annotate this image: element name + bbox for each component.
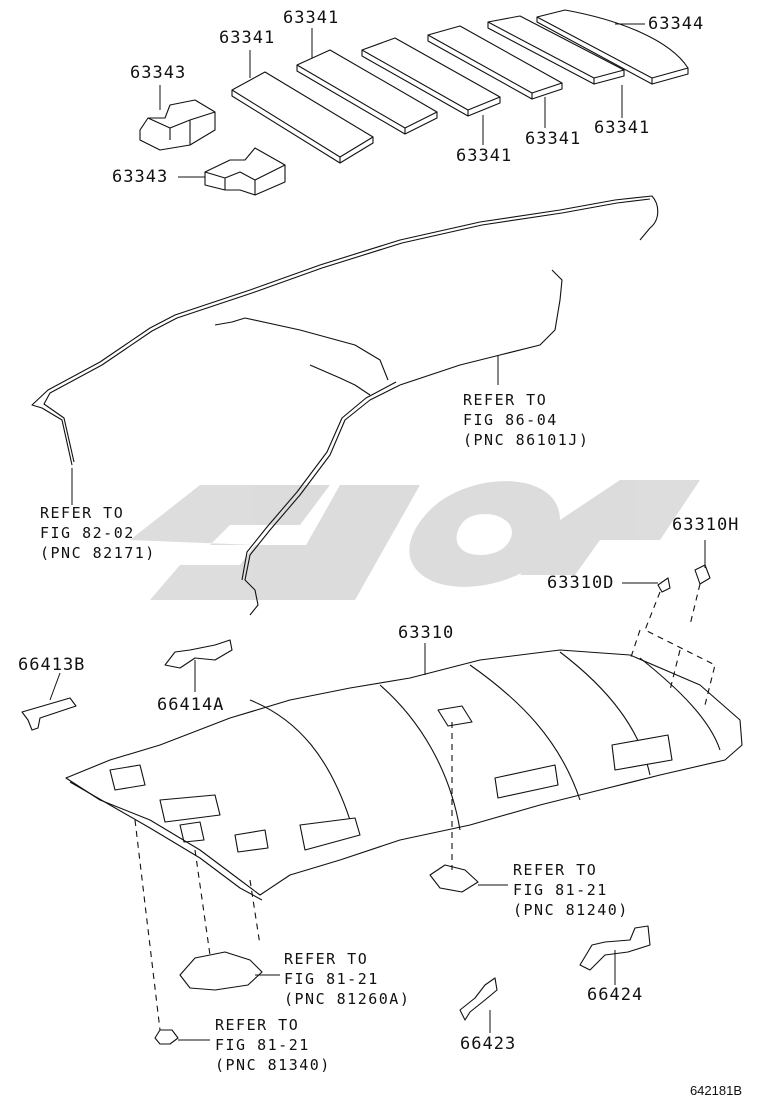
roof-block-lower <box>204 147 286 196</box>
reference-line: (PNC 81240) <box>513 901 629 919</box>
callout-66424: 66424 <box>587 985 644 1005</box>
reference-line: REFER TO <box>215 1016 300 1034</box>
callout-63341-e: 63341 <box>594 118 651 138</box>
roof-block-upper <box>139 99 216 151</box>
bracket-66414A <box>164 639 233 669</box>
reference-line: FIG 82-02 <box>40 524 135 542</box>
reference-line: FIG 81-21 <box>284 970 379 988</box>
reference-line: REFER TO <box>463 391 548 409</box>
reference-line: FIG 81-21 <box>215 1036 310 1054</box>
clip-guide-lines <box>629 583 716 706</box>
reference-note-81240: REFER TO FIG 81-21 (PNC 81240) <box>513 860 629 920</box>
reference-note-81260A: REFER TO FIG 81-21 (PNC 81260A) <box>284 949 410 1009</box>
roof-silencer-pad-2 <box>296 49 438 135</box>
roof-silencer-pad-5 <box>487 15 625 85</box>
callout-63343-a: 63343 <box>130 63 187 83</box>
callout-66414A: 66414A <box>157 695 225 715</box>
callout-63341-c: 63341 <box>456 146 513 166</box>
callout-66413B: 66413B <box>18 655 86 675</box>
callout-63341-a: 63341 <box>219 28 276 48</box>
reference-line: FIG 81-21 <box>513 881 608 899</box>
callout-63310: 63310 <box>398 623 455 643</box>
reference-line: (PNC 81340) <box>215 1056 331 1074</box>
clip-63310H <box>694 564 711 585</box>
roof-console-81240 <box>429 864 479 893</box>
reference-note-82-02: REFER TO FIG 82-02 (PNC 82171) <box>40 503 156 563</box>
roof-silencer-pad-4 <box>427 25 563 100</box>
watermark-logo <box>130 480 700 600</box>
reference-line: (PNC 82171) <box>40 544 156 562</box>
reference-line: (PNC 86101J) <box>463 431 590 449</box>
callout-66423: 66423 <box>460 1034 517 1054</box>
callout-63343-b: 63343 <box>112 167 169 187</box>
callout-63341-d: 63341 <box>525 129 582 149</box>
figure-id: 642181B <box>689 1083 742 1098</box>
reference-line: (PNC 81260A) <box>284 990 411 1008</box>
map-lamp-81260A <box>179 951 263 991</box>
reference-line: REFER TO <box>513 861 598 879</box>
headliner-assembly <box>65 649 743 901</box>
callout-63310D: 63310D <box>547 573 615 593</box>
clip-63310D <box>657 577 671 593</box>
reference-line: REFER TO <box>40 504 125 522</box>
roof-silencer-pad-1 <box>231 71 374 164</box>
roof-silencer-pad-3 <box>361 37 501 117</box>
leader-lines <box>49 23 706 1041</box>
reference-line: REFER TO <box>284 950 369 968</box>
room-lamp-81340 <box>154 1029 179 1045</box>
bracket-66413B <box>21 697 77 731</box>
roof-silencer-pad-6 <box>536 9 689 85</box>
bracket-66423 <box>459 977 498 1021</box>
bracket-66424 <box>579 925 651 971</box>
reference-line: FIG 86-04 <box>463 411 558 429</box>
reference-note-86-04: REFER TO FIG 86-04 (PNC 86101J) <box>463 390 589 450</box>
roof-wire-harness <box>31 195 659 616</box>
callout-63344: 63344 <box>648 14 705 34</box>
reference-note-81340: REFER TO FIG 81-21 (PNC 81340) <box>215 1015 331 1075</box>
callout-63341-b: 63341 <box>283 8 340 28</box>
callout-63310H: 63310H <box>672 515 740 535</box>
